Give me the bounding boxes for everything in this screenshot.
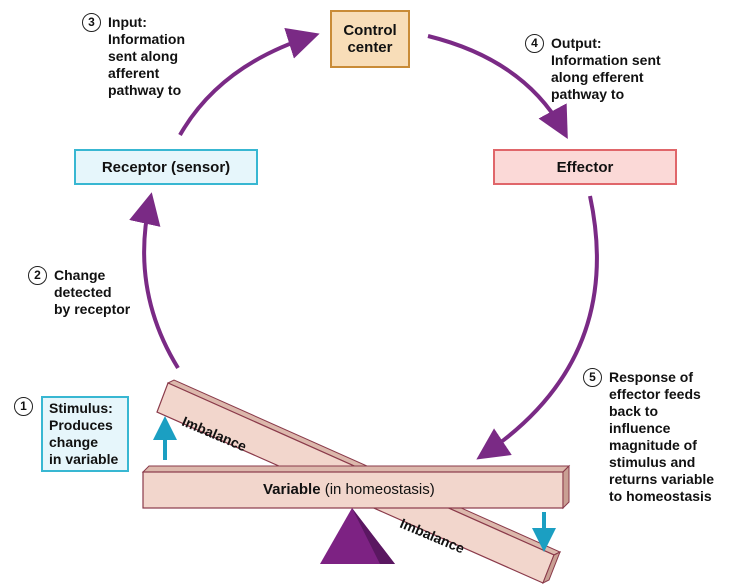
step-2-number: 2	[28, 266, 47, 285]
step-5-line: influence	[609, 420, 671, 436]
step-5-line: to homeostasis	[609, 488, 712, 504]
step-4-line: Output:	[551, 35, 602, 51]
variable-beam	[142, 471, 564, 509]
step-1-line: Stimulus:	[49, 400, 113, 416]
control-center-label-line1: Control	[343, 22, 397, 39]
step-3-line: sent along	[108, 48, 179, 64]
step-3-input-caption: 3 Input: Information sent along afferent…	[82, 13, 185, 99]
step-5-line: stimulus and	[609, 454, 696, 470]
step-5-number: 5	[583, 368, 602, 387]
arrow-input	[178, 27, 320, 136]
step-5-line: Response of	[609, 369, 694, 385]
step-2-line: by receptor	[54, 301, 131, 317]
step-5-line: effector feeds	[609, 386, 701, 402]
control-center-box: Control center	[330, 10, 410, 68]
arrow-output	[427, 34, 568, 140]
effector-box: Effector	[493, 149, 677, 185]
step-4-line: along efferent	[551, 69, 644, 85]
step-5-line: back to	[609, 403, 659, 419]
step-1-line: in variable	[49, 451, 119, 467]
variable-label: Variable (in homeostasis)	[263, 481, 435, 498]
step-2-detection-caption: 2 Change detected by receptor	[28, 266, 131, 318]
step-2-line: Change	[54, 267, 106, 283]
step-1-line: change	[49, 434, 99, 450]
step-1-line: Produces	[49, 417, 113, 433]
variable-beam-top	[141, 465, 571, 473]
control-center-label-line2: center	[347, 39, 393, 56]
effector-label: Effector	[556, 158, 614, 176]
step-3-line: afferent	[108, 65, 160, 81]
step-1-number: 1	[14, 397, 33, 416]
step-5-line: magnitude of	[609, 437, 697, 453]
imbalance-beam-end	[542, 550, 561, 585]
variable-beam-end	[562, 464, 570, 510]
step-3-number: 3	[82, 13, 101, 32]
receptor-box: Receptor (sensor)	[74, 149, 258, 185]
step-1-stimulus-caption: 1	[14, 397, 40, 416]
variable-label-bold: Variable	[263, 481, 321, 498]
receptor-label: Receptor (sensor)	[101, 158, 231, 176]
step-4-number: 4	[525, 34, 544, 53]
arrow-response	[476, 195, 599, 460]
stimulus-box: Stimulus: Produces change in variable	[41, 396, 129, 472]
step-5-line: returns variable	[609, 471, 715, 487]
step-3-line: pathway to	[108, 82, 182, 98]
step-3-line: Input:	[108, 14, 147, 30]
step-4-line: Information sent	[551, 52, 661, 68]
step-4-output-caption: 4 Output: Information sent along efferen…	[525, 34, 661, 103]
step-4-line: pathway to	[551, 86, 625, 102]
fulcrum-shade	[352, 508, 395, 564]
step-3-line: Information	[108, 31, 185, 47]
variable-label-rest: (in homeostasis)	[324, 481, 435, 498]
step-2-line: detected	[54, 284, 112, 300]
step-5-response-caption: 5 Response of effector feeds back to inf…	[583, 368, 715, 505]
arrow-detect	[129, 192, 180, 370]
